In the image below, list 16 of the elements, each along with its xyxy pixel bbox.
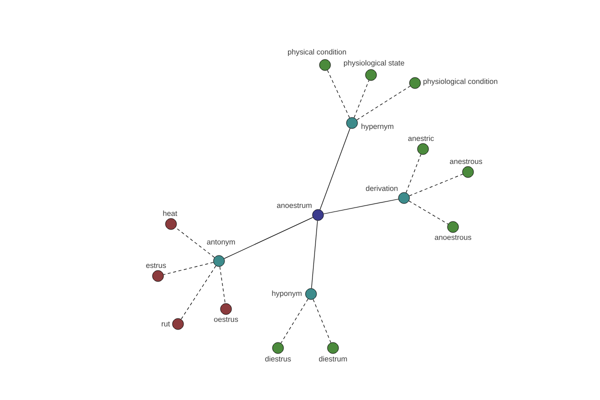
dashed-line [406,154,422,193]
dashed-line [180,266,216,320]
dashed-line [408,200,448,224]
dashed-line [356,86,410,120]
dashed-line [327,70,350,118]
dashed-line [312,299,332,343]
connector-line [311,220,318,289]
dashed-line [220,266,226,304]
connector-line [320,128,350,210]
dashed-line [280,298,308,344]
connector-line [323,198,399,214]
dashed-line [175,227,215,258]
dashed-line [354,80,370,118]
connector-line [224,217,314,259]
dashed-line [163,262,214,275]
dashed-line [409,174,463,196]
